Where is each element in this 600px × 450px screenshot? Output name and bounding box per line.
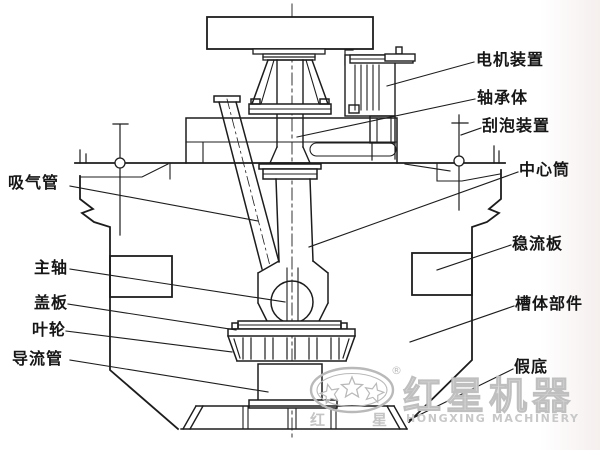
- leader-motor-unit: [386, 61, 475, 87]
- motor-unit-drawing: [344, 46, 416, 161]
- motor-mount-flange: [252, 48, 326, 61]
- label-false-bottom: 假底: [514, 357, 549, 376]
- tank-body-outline: [74, 145, 506, 431]
- label-main-shaft: 主轴: [34, 258, 69, 277]
- label-bearing-body: 轴承体: [477, 88, 529, 107]
- watermark-brand-cn: 红星机器: [403, 374, 576, 418]
- registered-trademark-icon: ®: [391, 364, 402, 377]
- label-guide-pipe: 导流管: [12, 349, 64, 368]
- leader-lines: [65, 61, 519, 421]
- platform-deck: [185, 117, 398, 164]
- impeller-drawing: [227, 320, 356, 362]
- leader-suction-pipe: [69, 185, 259, 222]
- leader-main-shaft: [69, 268, 286, 303]
- label-impeller: 叶轮: [32, 320, 67, 339]
- datum-circles: [114, 155, 465, 169]
- leader-guide-pipe: [69, 359, 269, 393]
- leader-false-bottom: [408, 368, 514, 421]
- center-tube-drawing: [256, 163, 330, 324]
- label-stabilizer-plate: 稳流板: [512, 234, 564, 253]
- watermark-char-xing: 星: [372, 411, 388, 429]
- leader-tank-body: [409, 305, 515, 343]
- label-cover-plate: 盖板: [34, 293, 69, 312]
- guide-pipe-drawing: [248, 363, 338, 409]
- suction-pipe-drawing: [213, 95, 280, 270]
- label-center-tube: 中心筒: [519, 160, 571, 179]
- leader-impeller: [65, 330, 233, 353]
- bearing-body-drawing: [248, 59, 332, 115]
- leader-stabilizer-plate: [436, 244, 512, 271]
- stabilizer-plates-drawing: [109, 252, 473, 298]
- label-foam-scraper: 刮泡装置: [482, 116, 551, 135]
- label-motor-unit: 电机装置: [476, 50, 545, 69]
- leader-cover-plate: [67, 303, 237, 331]
- label-suction-pipe: 吸气管: [8, 173, 60, 192]
- star-icon: [318, 375, 386, 405]
- hongxing-logo-icon: [309, 366, 395, 414]
- leader-center-tube: [308, 171, 519, 248]
- leader-bearing-body: [296, 98, 476, 138]
- top-beam: [206, 16, 374, 66]
- leader-foam-scraper: [460, 127, 482, 136]
- watermark-brand-en: HONGXING MACHINERY: [406, 412, 580, 425]
- label-tank-body: 槽体部件: [515, 294, 584, 313]
- watermark-char-hong: 红: [310, 411, 326, 429]
